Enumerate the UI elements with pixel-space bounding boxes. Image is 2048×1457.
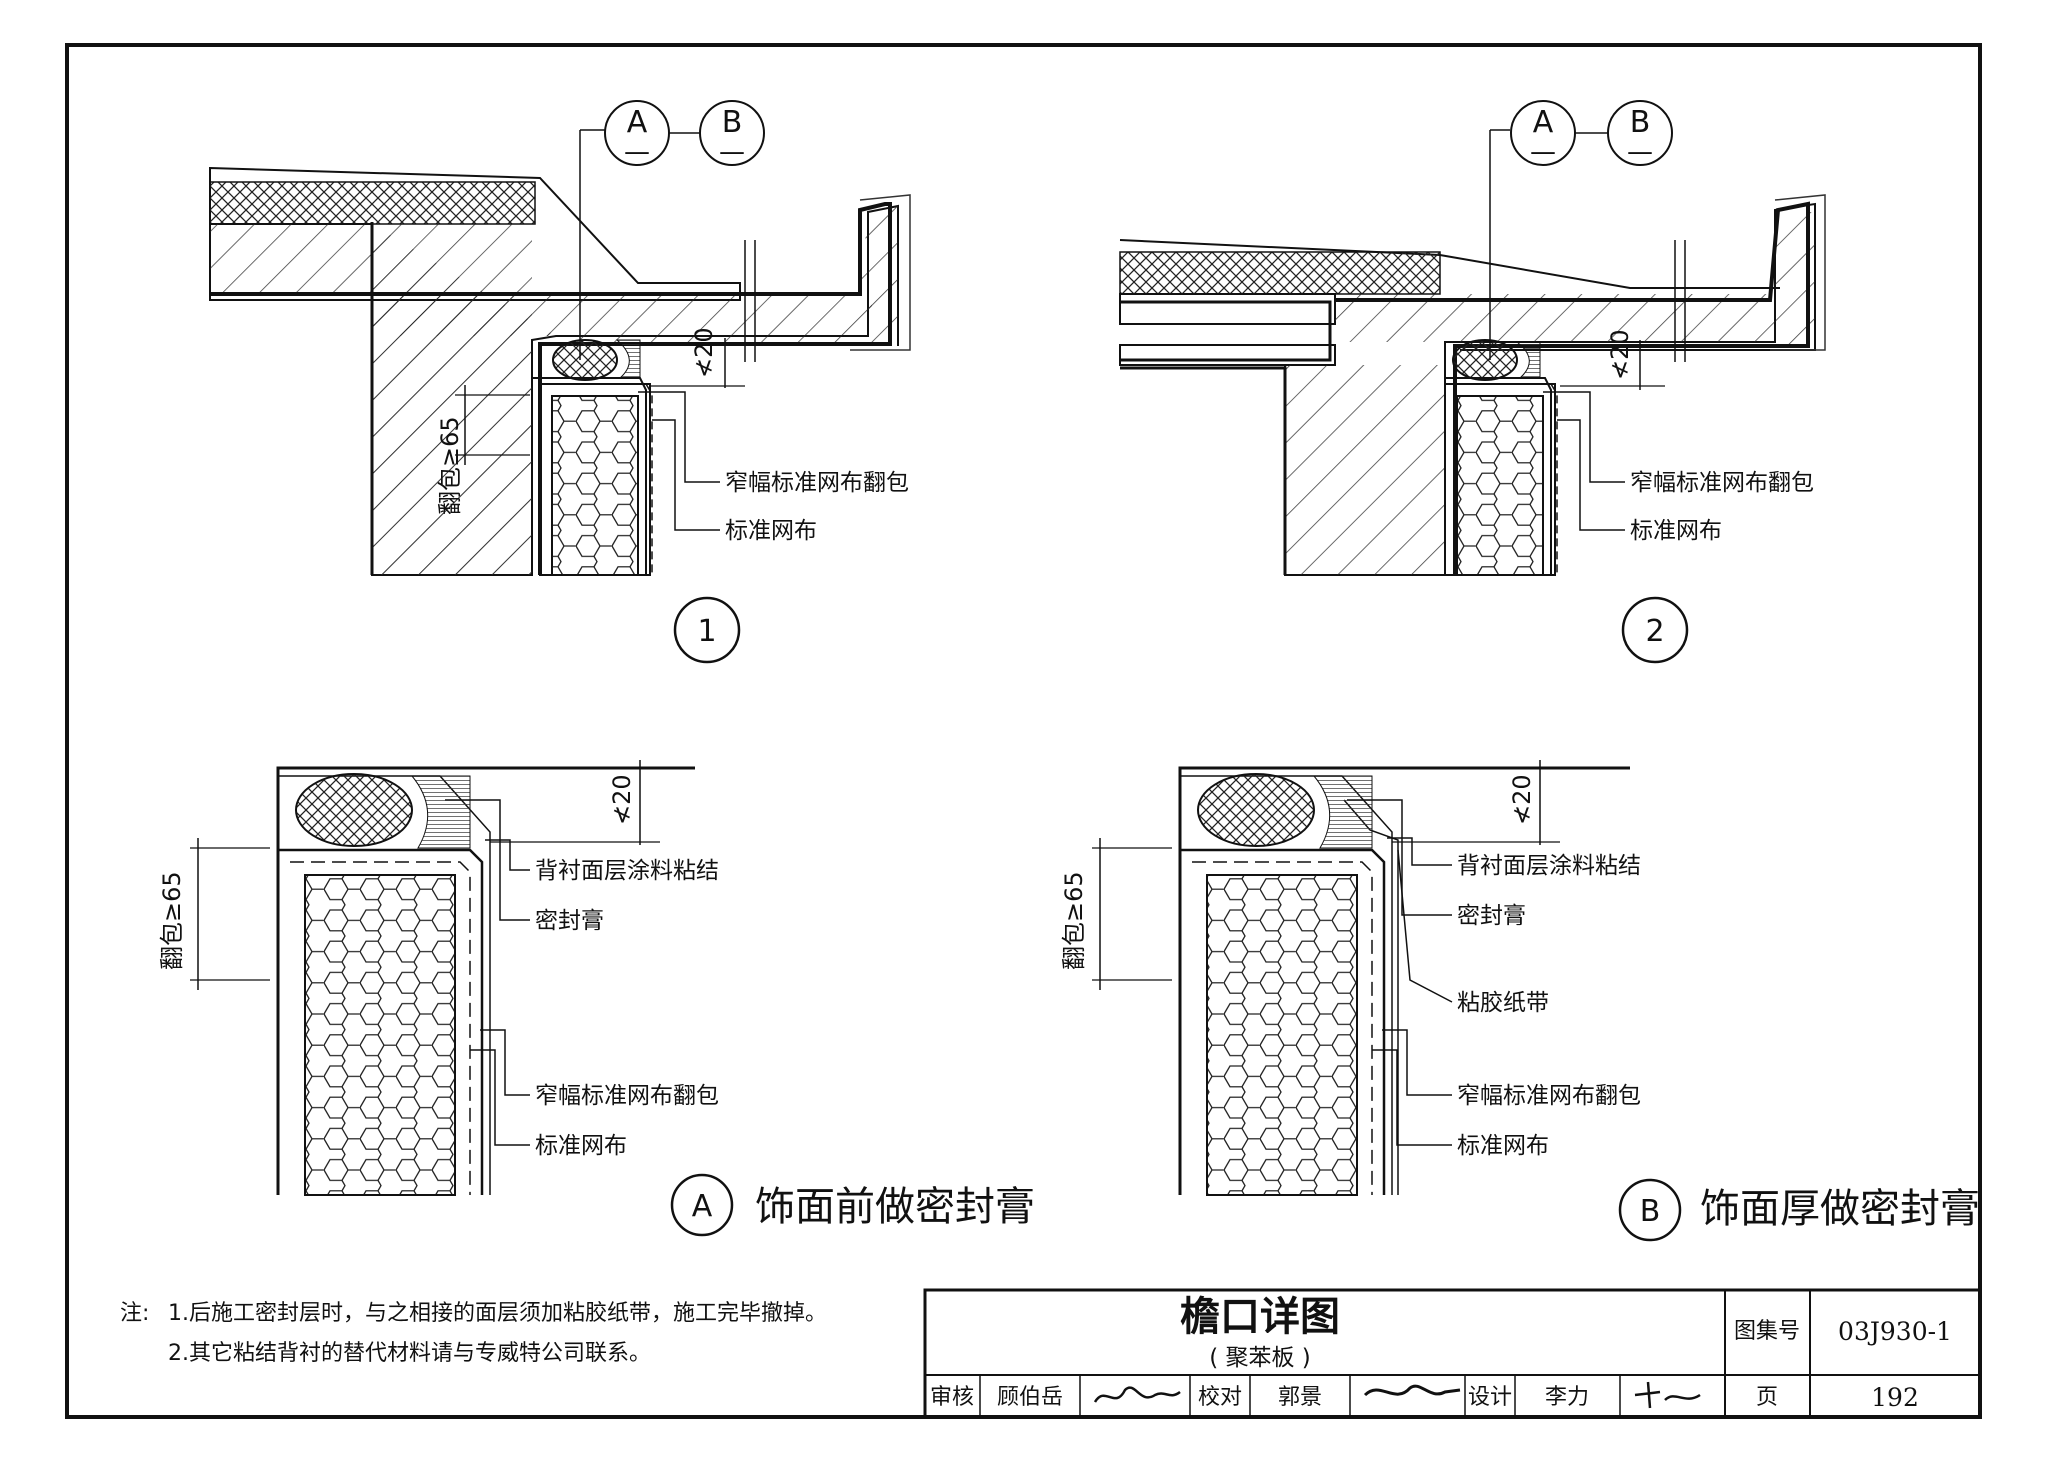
drawing-title: 檐口详图 bbox=[1180, 1294, 1340, 1340]
svg-text:B: B bbox=[1630, 105, 1651, 140]
label-1-std-mesh: 标准网布 bbox=[725, 518, 817, 544]
detail-letter-a bbox=[670, 1173, 734, 1237]
svg-text:B: B bbox=[722, 105, 743, 140]
sealant bbox=[552, 339, 618, 381]
review-label: 审核 bbox=[930, 1385, 974, 1410]
page-label: 页 bbox=[1756, 1385, 1778, 1410]
note-2: 2.其它粘结背衬的替代材料请与专威特公司联系。 bbox=[168, 1341, 651, 1366]
label-b-tape: 粘胶纸带 bbox=[1457, 990, 1549, 1016]
label-a-backing: 背衬面层涂料粘结 bbox=[535, 858, 719, 884]
detail-a: ≮20 翻包≥65 背衬面层涂料粘结 密封膏 窄幅标准网布翻包 标准网布 A 饰… bbox=[158, 760, 1035, 1237]
dim-gap-1: ≮20 bbox=[690, 327, 718, 378]
detail-2: ≮20 窄幅标准网布翻包 标准网布 A — B — 2 bbox=[1119, 100, 1826, 664]
caption-b: 饰面厚做密封膏 bbox=[1700, 1186, 1980, 1232]
sealant-b bbox=[1197, 773, 1315, 847]
eps-board-a bbox=[304, 874, 456, 1196]
notes-prefix: 注: bbox=[120, 1301, 149, 1326]
callout-b-1 bbox=[699, 100, 765, 166]
svg-text:—: — bbox=[1627, 137, 1653, 167]
svg-text:A: A bbox=[692, 1189, 713, 1224]
atlas-number: 03J930-1 bbox=[1838, 1317, 1952, 1346]
check-signature bbox=[1363, 1384, 1461, 1397]
detail-b: ≮20 翻包≥65 背衬面层涂料粘结 密封膏 粘胶纸带 窄幅标准网布翻包 标准网… bbox=[1060, 760, 1980, 1242]
sealant-2 bbox=[1452, 339, 1518, 381]
label-2-std-mesh: 标准网布 bbox=[1630, 518, 1722, 544]
svg-text:—: — bbox=[624, 137, 650, 167]
check-name: 郭景 bbox=[1278, 1385, 1322, 1410]
dim-gap-2: ≮20 bbox=[1606, 329, 1634, 380]
label-a-sealant: 密封膏 bbox=[535, 908, 604, 934]
notes: 注: 1.后施工密封层时，与之相接的面层须加粘胶纸带，施工完毕撤掉。 2.其它粘… bbox=[120, 1301, 827, 1366]
design-label: 设计 bbox=[1468, 1385, 1512, 1410]
svg-text:1: 1 bbox=[697, 614, 716, 649]
detail-number-1 bbox=[673, 596, 741, 664]
label-a-std-mesh: 标准网布 bbox=[535, 1133, 627, 1159]
atlas-label: 图集号 bbox=[1734, 1319, 1800, 1344]
detail-letter-b bbox=[1618, 1178, 1682, 1242]
design-name: 李力 bbox=[1545, 1385, 1589, 1410]
svg-text:—: — bbox=[1530, 137, 1556, 167]
dim-gap-b: ≮20 bbox=[1508, 774, 1536, 825]
dim-gap-a: ≮20 bbox=[608, 774, 636, 825]
sealant-a bbox=[295, 773, 413, 847]
label-b-std-mesh: 标准网布 bbox=[1457, 1133, 1549, 1159]
review-name: 顾伯岳 bbox=[997, 1385, 1063, 1410]
label-b-narrow-mesh: 窄幅标准网布翻包 bbox=[1457, 1083, 1641, 1109]
eps-board-b bbox=[1206, 874, 1358, 1196]
svg-text:B: B bbox=[1640, 1194, 1661, 1229]
note-1: 1.后施工密封层时，与之相接的面层须加粘胶纸带，施工完毕撤掉。 bbox=[168, 1301, 827, 1326]
svg-text:—: — bbox=[719, 137, 745, 167]
svg-text:A: A bbox=[1533, 105, 1554, 140]
insulation-layer bbox=[209, 181, 536, 225]
label-b-sealant: 密封膏 bbox=[1457, 903, 1526, 929]
eps-board bbox=[551, 395, 639, 576]
label-a-narrow-mesh: 窄幅标准网布翻包 bbox=[535, 1083, 719, 1109]
check-label: 校对 bbox=[1198, 1385, 1242, 1410]
detail-number-2 bbox=[1621, 596, 1689, 664]
svg-text:2: 2 bbox=[1645, 614, 1664, 649]
label-1-narrow-mesh: 窄幅标准网布翻包 bbox=[725, 470, 909, 496]
label-2-narrow-mesh: 窄幅标准网布翻包 bbox=[1630, 470, 1814, 496]
callout-b-2 bbox=[1607, 100, 1673, 166]
dim-wrap-a: 翻包≥65 bbox=[158, 871, 186, 970]
design-signature bbox=[1634, 1381, 1701, 1409]
detail-1: ≮20 翻包≥65 窄幅标准网布翻包 标准网布 A — B — 1 bbox=[209, 100, 911, 664]
dim-wrap-1: 翻包≥65 bbox=[436, 416, 464, 515]
title-block: 檐口详图 ( 聚苯板 ) 图集号 03J930-1 页 192 审核 顾伯岳 校… bbox=[923, 1288, 1982, 1419]
dim-wrap-b: 翻包≥65 bbox=[1060, 871, 1088, 970]
drawing-subtitle: ( 聚苯板 ) bbox=[1209, 1345, 1311, 1371]
eps-board-2 bbox=[1456, 395, 1544, 576]
label-b-backing: 背衬面层涂料粘结 bbox=[1457, 853, 1641, 879]
caption-a: 饰面前做密封膏 bbox=[755, 1184, 1035, 1230]
svg-text:A: A bbox=[627, 105, 648, 140]
review-signature bbox=[1093, 1386, 1181, 1403]
insulation-layer-2 bbox=[1119, 251, 1441, 295]
page-number: 192 bbox=[1871, 1383, 1919, 1412]
